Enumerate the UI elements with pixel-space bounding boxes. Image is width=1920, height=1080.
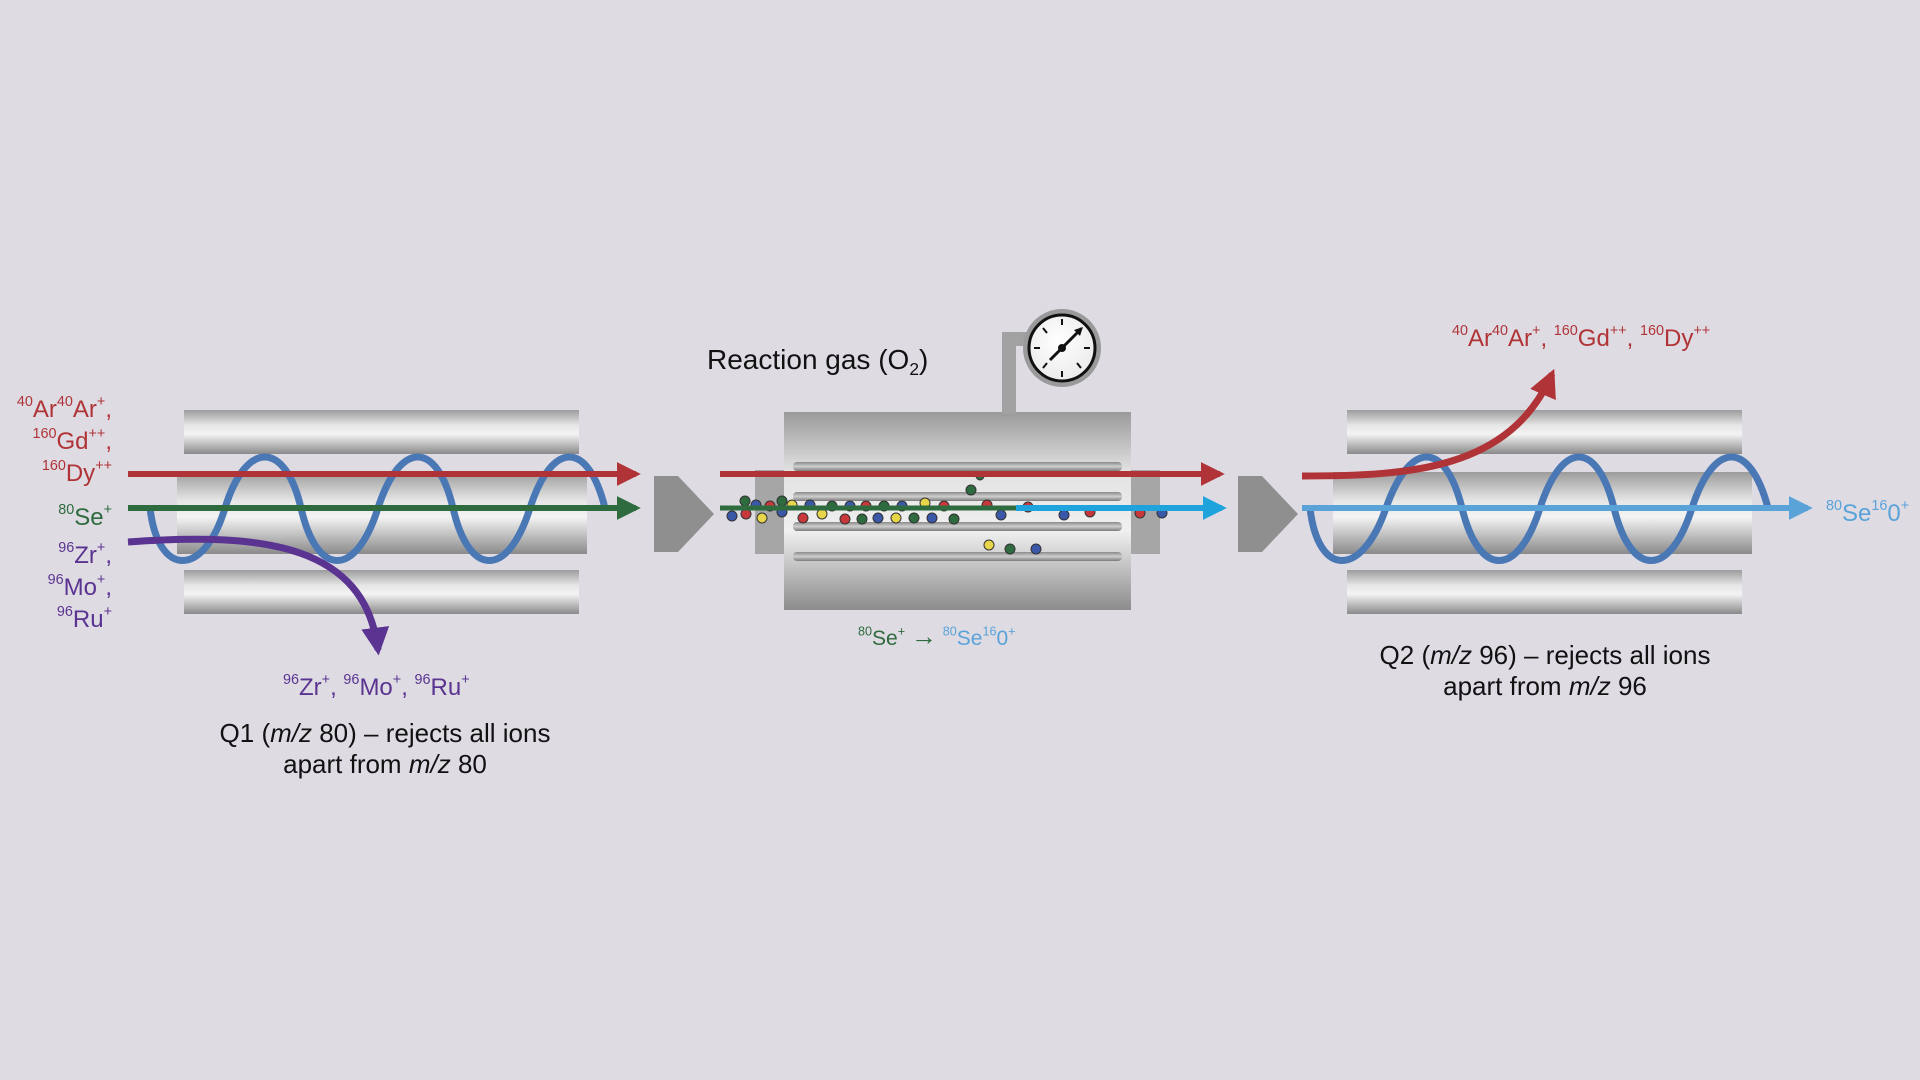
isobar-line-mo: 96Mo+, xyxy=(47,572,112,601)
q1-caption-line2: apart from m/z 80 xyxy=(283,749,487,779)
pressure-gauge-icon xyxy=(1023,309,1101,387)
cell-inner-rod-4 xyxy=(793,552,1122,561)
reaction-cell xyxy=(720,309,1227,610)
q1-isobar-label: 96Zr+, 96Mo+, 96Ru+ xyxy=(48,540,112,636)
q1-caption: Q1 (m/z 80) – rejects all ions apart fro… xyxy=(185,718,585,780)
reaction-gas-label: Reaction gas (O2) xyxy=(707,344,929,380)
q1-rod-bottom xyxy=(184,570,579,614)
cell-reaction-label: 80Se+ → 80Se160+ xyxy=(858,620,1016,655)
q2-caption: Q2 (m/z 96) – rejects all ions apart fro… xyxy=(1345,640,1745,702)
isobar-line-zr: 96Zr+, xyxy=(58,540,112,569)
q1-interference-label: 40Ar40Ar+, 160Gd++, 160Dy++ xyxy=(17,394,112,490)
q2-interference-deflected-beam xyxy=(1301,368,1556,480)
isobar-line-ru: 96Ru+ xyxy=(56,604,112,633)
flow-chevron-icon xyxy=(654,476,714,552)
q2-caption-line2: apart from m/z 96 xyxy=(1443,671,1647,701)
cell-inner-rod-3 xyxy=(793,522,1122,531)
interference-line-dy: 160Dy++ xyxy=(41,458,112,487)
interference-line-gd: 160Gd++, xyxy=(32,426,112,455)
q2-rod-bottom xyxy=(1347,570,1742,614)
interference-line-ar: 40Ar40Ar+, xyxy=(16,394,112,423)
q1-caption-line1: Q1 (m/z 80) – rejects all ions xyxy=(219,718,551,748)
q2-rod-top xyxy=(1347,410,1742,454)
cell-inner-rod-2 xyxy=(793,492,1122,501)
q2-transmitted-label: 80Se160+ xyxy=(1826,498,1910,527)
q1-analyte-label: 80Se+ xyxy=(58,502,112,531)
gauge-stem xyxy=(1002,332,1016,414)
right-arrow-icon: → xyxy=(910,621,937,651)
q1-isobar-deflected-beam xyxy=(127,535,390,656)
reaction-product: 80Se160+ xyxy=(942,624,1016,650)
q1-rejected-label: 96Zr+, 96Mo+, 96Ru+ xyxy=(283,672,470,701)
q1-quadrupole xyxy=(127,410,641,656)
q2-caption-line1: Q2 (m/z 96) – rejects all ions xyxy=(1379,640,1711,670)
q2-rod-middle xyxy=(1333,472,1752,554)
q1-rod-top xyxy=(184,410,579,454)
q2-quadrupole xyxy=(1301,368,1813,614)
q2-rejected-label: 40Ar40Ar+, 160Gd++, 160Dy++ xyxy=(1452,323,1711,352)
flow-chevron-icon xyxy=(1238,476,1298,552)
cell-inner-rod-1 xyxy=(793,462,1122,471)
reaction-reactant: 80Se+ xyxy=(858,624,906,650)
